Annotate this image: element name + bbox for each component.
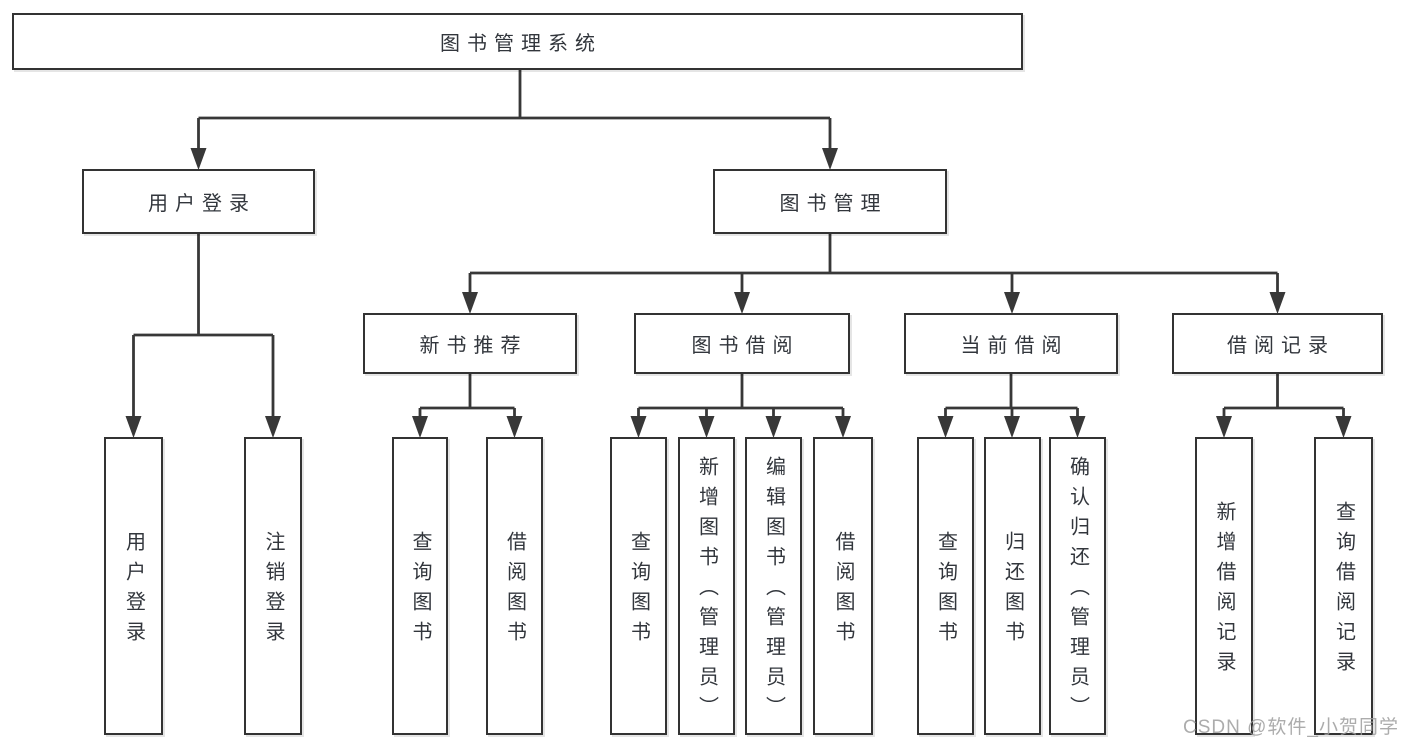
connector-new-book-recommend [418, 374, 516, 420]
node-label: 图书管理 [779, 193, 888, 215]
node-label: 编辑图书（管理员） [762, 456, 785, 726]
connector-root [197, 70, 832, 151]
arrow-icon [698, 416, 715, 438]
leaf-confirm-return-admin: 确认归还（管理员） [1049, 437, 1106, 735]
node-label: 借阅图书 [503, 531, 526, 651]
node-user-login: 用户登录 [82, 169, 315, 234]
arrow-icon [765, 416, 782, 438]
node-label: 查询图书 [934, 531, 957, 651]
arrow-icon [190, 148, 207, 170]
node-label: 归还图书 [1001, 531, 1024, 651]
node-label: 新增借阅记录 [1213, 501, 1235, 681]
node-borrow-record: 借阅记录 [1172, 313, 1383, 374]
node-book-borrow: 图书借阅 [634, 313, 850, 374]
leaf-borrow-books-1: 借阅图书 [486, 437, 543, 735]
connector-book-borrow [637, 374, 845, 420]
connector-book-management [468, 234, 1279, 296]
leaf-query-borrow-record: 查询借阅记录 [1314, 437, 1373, 735]
node-label: 当前借阅 [960, 335, 1069, 357]
arrow-icon [1269, 292, 1286, 314]
connector-borrow-record [1222, 374, 1345, 420]
node-current-borrow: 当前借阅 [904, 313, 1118, 374]
arrow-icon [125, 416, 142, 438]
arrow-icon [835, 416, 851, 438]
arrow-icon [734, 292, 750, 314]
arrow-icon [1216, 416, 1232, 438]
leaf-query-books-2: 查询图书 [610, 437, 667, 735]
node-label: 确认归还（管理员） [1066, 456, 1089, 726]
node-label: 借阅图书 [832, 531, 854, 651]
connector-current-borrow [944, 374, 1079, 420]
arrow-icon [412, 416, 428, 438]
node-new-book-recommend: 新书推荐 [363, 313, 577, 374]
leaf-add-borrow-record: 新增借阅记录 [1195, 437, 1253, 735]
arrow-icon [630, 416, 647, 438]
arrowheads [125, 148, 1352, 438]
arrow-icon [506, 416, 523, 438]
node-label: 查询图书 [409, 531, 431, 651]
leaf-user-login: 用户登录 [104, 437, 163, 735]
node-label: 图书借阅 [691, 335, 800, 357]
node-label: 新增图书（管理员） [695, 456, 718, 726]
arrow-icon [1004, 416, 1020, 438]
arrow-icon [462, 292, 478, 314]
node-label: 新书推荐 [419, 335, 528, 357]
leaf-return-book: 归还图书 [984, 437, 1041, 735]
node-label: 查询借阅记录 [1332, 501, 1355, 681]
node-label: 用户登录 [148, 193, 256, 215]
node-label: 图书管理系统 [440, 33, 602, 55]
node-label: 查询图书 [627, 531, 650, 651]
connector-user-login [132, 234, 275, 420]
node-label: 用户登录 [122, 531, 145, 651]
arrow-icon [1335, 416, 1352, 438]
node-label: 借阅记录 [1227, 335, 1335, 357]
node-book-management: 图书管理 [713, 169, 947, 234]
leaf-query-books-1: 查询图书 [392, 437, 448, 735]
leaf-edit-book-admin: 编辑图书（管理员） [745, 437, 802, 735]
arrow-icon [1069, 416, 1086, 438]
csdn-watermark: CSDN @软件_小贺同学 [1183, 717, 1399, 738]
leaf-borrow-books-2: 借阅图书 [813, 437, 873, 735]
arrow-icon [822, 148, 838, 170]
leaf-add-book-admin: 新增图书（管理员） [678, 437, 735, 735]
arrow-icon [1004, 292, 1020, 314]
node-label: 注销登录 [262, 531, 284, 651]
arrow-icon [265, 416, 281, 438]
leaf-query-books-3: 查询图书 [917, 437, 974, 735]
leaf-logout: 注销登录 [244, 437, 302, 735]
arrow-icon [937, 416, 954, 438]
node-root-system: 图书管理系统 [12, 13, 1023, 70]
